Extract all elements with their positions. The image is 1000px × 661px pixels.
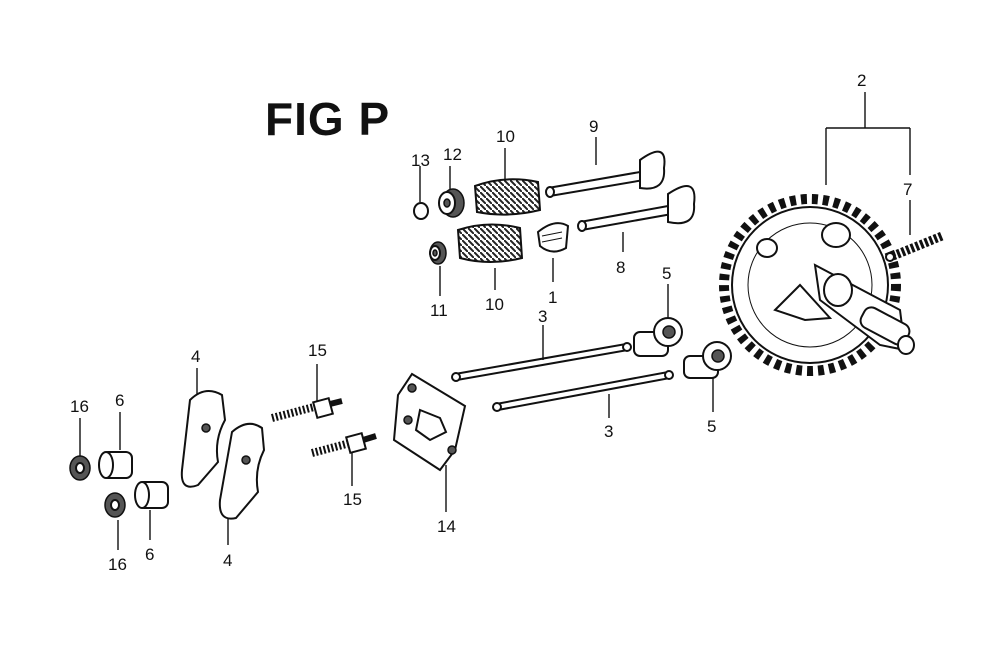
callout-14: 14 <box>437 517 456 536</box>
valve-spring-lower-part[interactable] <box>456 223 524 263</box>
valve-lifter-upper-part[interactable] <box>633 317 683 357</box>
callout-6-lower: 6 <box>145 545 154 564</box>
callout-labels: 2 7 9 8 1 10 10 12 13 11 3 3 5 5 14 15 1… <box>70 71 912 574</box>
callout-10-lower: 10 <box>485 295 504 314</box>
callout-1: 1 <box>548 288 557 307</box>
rocker-arm-lower-part[interactable] <box>218 422 266 520</box>
spring-retainer-part[interactable] <box>438 188 465 218</box>
callout-15-upper: 15 <box>308 341 327 360</box>
callout-5-upper: 5 <box>662 264 671 283</box>
callout-10-upper: 10 <box>496 127 515 146</box>
callout-12: 12 <box>443 145 462 164</box>
valve-exhaust-part[interactable] <box>545 150 666 198</box>
figure-title: FIG P <box>265 93 391 145</box>
callout-8: 8 <box>616 258 625 277</box>
valve-rotator-part[interactable] <box>429 241 447 265</box>
valve-spring-upper-part[interactable] <box>473 178 542 216</box>
pivot-bolt-lower-part[interactable] <box>310 431 377 457</box>
decompressor-spring-part[interactable] <box>885 231 944 263</box>
callout-15-lower: 15 <box>343 490 362 509</box>
callout-9: 9 <box>589 117 598 136</box>
camshaft-gear-part[interactable] <box>719 194 915 376</box>
pivot-adjuster-lower-part[interactable] <box>134 481 169 509</box>
push-rod-upper-part[interactable] <box>451 342 632 382</box>
pivot-bolt-upper-part[interactable] <box>270 396 343 422</box>
rocker-arm-upper-part[interactable] <box>180 390 227 488</box>
valve-cotter-part[interactable] <box>413 202 429 220</box>
callout-5-lower: 5 <box>707 417 716 436</box>
valve-intake-part[interactable] <box>577 185 696 232</box>
pivot-adjuster-upper-part[interactable] <box>98 451 133 479</box>
callout-16-upper: 16 <box>70 397 89 416</box>
valve-stem-seal-part[interactable] <box>536 222 570 253</box>
callout-6-upper: 6 <box>115 391 124 410</box>
callout-11: 11 <box>430 301 448 320</box>
push-rod-lower-part[interactable] <box>492 370 674 412</box>
lock-nut-upper-part[interactable] <box>69 455 91 481</box>
valve-lifter-lower-part[interactable] <box>683 341 732 379</box>
callout-2: 2 <box>857 71 866 90</box>
callout-13: 13 <box>411 151 430 170</box>
callout-3-upper: 3 <box>538 307 547 326</box>
callout-7: 7 <box>903 180 912 199</box>
lock-nut-lower-part[interactable] <box>104 492 126 518</box>
callout-3-lower: 3 <box>604 422 613 441</box>
callout-4-upper: 4 <box>191 347 200 366</box>
rocker-arm-plate-part[interactable] <box>392 372 467 472</box>
leader-lines <box>79 92 911 550</box>
callout-16-lower: 16 <box>108 555 127 574</box>
callout-4-lower: 4 <box>223 551 232 570</box>
